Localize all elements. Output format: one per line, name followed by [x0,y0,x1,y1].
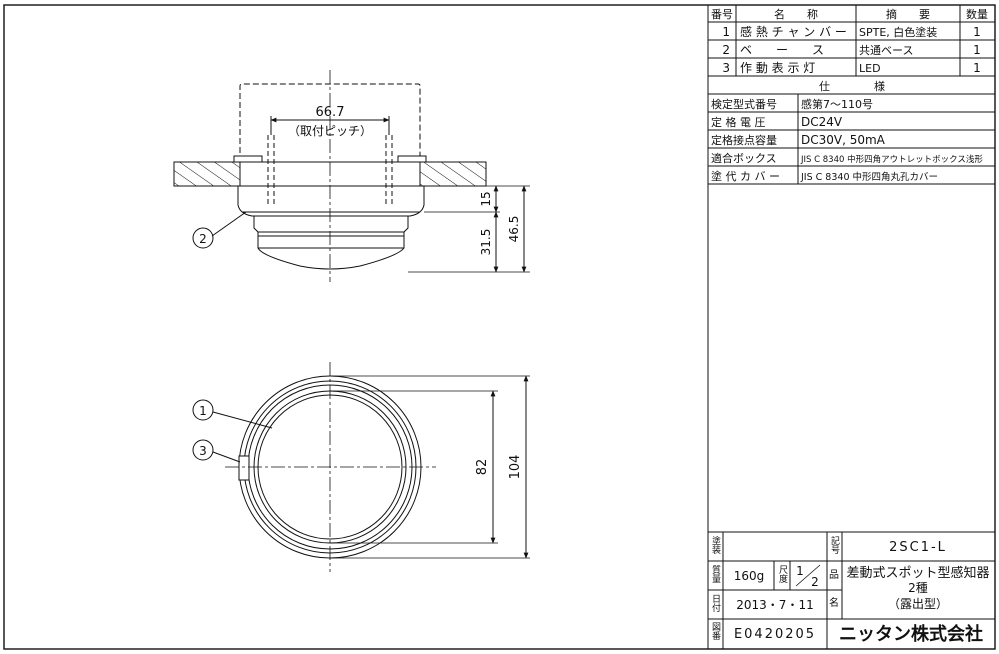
balloon-1-label: 1 [199,404,207,418]
drawing-no-label: 図番 [710,622,721,640]
title-block [708,531,995,649]
product-name-2: 2種 [908,581,928,595]
header-name: 名 称 [774,7,818,21]
spec3-label: 定格接点容量 [711,133,777,147]
base-outline [237,186,425,217]
spec5-value: JIS C 8340 中形四角丸孔カバー [800,171,938,183]
row2-qty: 1 [973,43,981,57]
dim-31-5: 31.5 [479,229,493,256]
balloon-3-label: 3 [199,444,207,458]
spec4-label: 適合ボックス [711,151,777,165]
header-summary: 摘 要 [886,7,930,21]
spec1-label: 検定型式番号 [711,97,777,111]
pitch-value: 66.7 [316,105,345,120]
symbol-label: 記号 [829,535,840,555]
top-view [192,362,530,572]
row3-name: 作 動 表 示 灯 [740,61,815,75]
mass-value: 160g [734,569,765,583]
spec5-label: 塗 代 カ バ ー [711,169,780,183]
row1-qty: 1 [973,25,981,39]
spec2-value: DC24V [801,115,843,129]
ceiling-slab-right [419,161,487,187]
row2-name: ベ ー ス [740,43,824,57]
mass-label: 質量 [710,564,721,583]
scale-label: 尺度 [777,565,788,584]
spec3-value: DC30V, 50mA [801,133,886,147]
balloon-1 [192,399,214,421]
name-label: 名 [829,596,839,609]
header-no: 番号 [711,8,733,21]
row1-summary: SPTE, 白色塗装 [859,25,937,39]
led-indicator [238,455,250,481]
sheet-border [3,4,996,650]
specs-header: 仕 様 [819,79,885,93]
row1-no: 1 [722,25,730,39]
row3-qty: 1 [973,61,981,75]
scale-num: 1 [796,564,804,578]
chamber-outline [253,216,409,270]
row1-name: 感 熱 チ ャ ン バ ー [740,24,847,39]
balloon-2 [192,227,214,249]
dim-15: 15 [479,191,493,206]
dim-104: 104 [508,455,523,480]
product-name-1: 差動式スポット型感知器 [846,565,989,581]
dim-82: 82 [475,459,490,476]
header-qty: 数量 [966,8,988,21]
row2-no: 2 [722,43,730,57]
product-label: 品 [829,569,839,581]
scale-den: 2 [811,575,819,589]
row2-summary: 共通ベース [859,44,913,57]
row3-summary: LED [859,62,881,75]
balloon-2-label: 2 [199,232,207,246]
spec2-label: 定 格 電 圧 [711,115,766,129]
pitch-note: （取付ピッチ） [288,124,372,138]
company-name: ニッタン株式会社 [839,623,983,645]
balloon-3 [192,439,214,461]
parts-table [707,5,995,649]
ceiling-slab-left [173,161,241,187]
dim-46-5: 46.5 [507,216,521,243]
spec4-value: JIS C 8340 中形四角アウトレットボックス浅形 [800,154,983,165]
paint-label: 塗装 [710,535,721,555]
drawing-no-value: E0420205 [734,627,816,642]
product-name-3: （露出型） [888,597,948,611]
spec1-value: 感第7～110号 [801,97,873,111]
symbol-value: 2SC1-L [889,540,947,555]
row3-no: 3 [722,61,730,75]
date-label: 日付 [710,594,721,613]
side-view [173,70,530,282]
date-value: 2013・7・11 [736,598,813,612]
